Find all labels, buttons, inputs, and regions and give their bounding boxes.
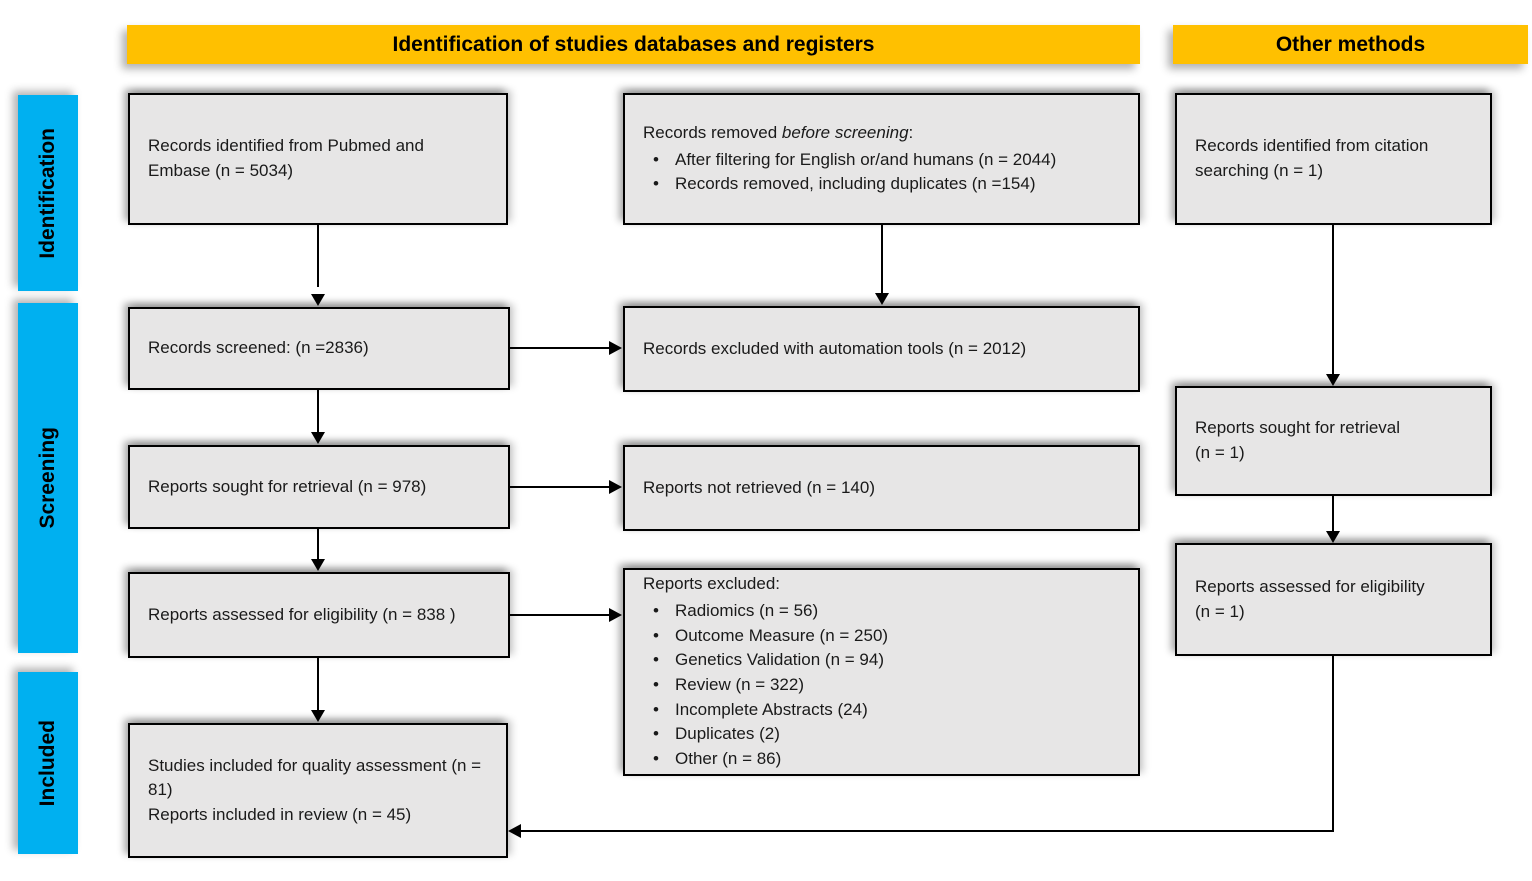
list-item: Genetics Validation (n = 94): [643, 648, 1120, 673]
arrowhead-citation-to-sought: [1326, 374, 1340, 386]
stage-screening-label: Screening: [36, 427, 59, 529]
list-item: Review (n = 322): [643, 673, 1120, 698]
reports-not-retrieved-text: Reports not retrieved (n = 140): [643, 477, 875, 497]
box-records-citation-searching: Records identified from citation searchi…: [1175, 93, 1492, 225]
arrow-line-screened-to-sought: [317, 390, 319, 433]
box-reports-assessed-databases: Reports assessed for eligibility (n = 83…: [128, 572, 510, 658]
header-databases-label: Identification of studies databases and …: [392, 32, 875, 56]
records-removed-title-italic: before screening: [781, 123, 909, 143]
arrowhead-citationsought-to-assessed: [1326, 531, 1340, 543]
arrow-line-identified-to-screened: [317, 225, 319, 287]
reports-excluded-title: Reports excluded:: [643, 574, 781, 594]
records-excluded-automation-text: Records excluded with automation tools (…: [643, 338, 1027, 358]
stage-identification-label: Identification: [36, 127, 59, 259]
stage-bar-screening: Screening: [18, 303, 78, 653]
records-citation-text: Records identified from citation searchi…: [1195, 136, 1429, 180]
box-reports-assessed-citation: Reports assessed for eligibility (n = 1): [1175, 543, 1492, 656]
reports-assessed-citation-line2: (n = 1): [1195, 601, 1245, 621]
arrow-line-sought-to-notretrieved: [510, 486, 610, 488]
list-item: Records removed, including duplicates (n…: [643, 172, 1120, 197]
arrowhead-sought-to-notretrieved: [609, 480, 622, 494]
arrowhead-assessed-to-excludedreasons: [609, 608, 622, 622]
reports-assessed-databases-text: Reports assessed for eligibility (n = 83…: [148, 604, 456, 624]
list-item: Radiomics (n = 56): [643, 599, 1120, 624]
header-other-methods-label: Other methods: [1275, 32, 1426, 56]
list-item: Outcome Measure (n = 250): [643, 624, 1120, 649]
arrowhead-sought-to-assessed: [311, 559, 325, 571]
arrow-line-assessed-to-included: [317, 658, 319, 712]
reports-excluded-bullet-list: Radiomics (n = 56) Outcome Measure (n = …: [643, 599, 1120, 771]
box-records-screened: Records screened: (n =2836): [128, 307, 510, 390]
records-screened-text: Records screened: (n =2836): [148, 338, 369, 358]
box-reports-not-retrieved: Reports not retrieved (n = 140): [623, 445, 1140, 531]
arrowhead-removed-to-automation: [875, 293, 889, 305]
arrow-line-sought-to-assessed: [317, 529, 319, 560]
arrow-line-citation-elbow-vertical: [1332, 656, 1334, 832]
stage-included-label: Included: [36, 719, 59, 807]
list-item: After filtering for English or/and human…: [643, 148, 1120, 173]
arrowhead-citation-to-included: [508, 824, 521, 838]
records-removed-bullet-list: After filtering for English or/and human…: [643, 148, 1120, 197]
stage-bar-identification: Identification: [18, 95, 78, 291]
records-removed-title-prefix: Records removed: [643, 123, 782, 143]
arrow-line-citationsought-to-assessed: [1332, 496, 1334, 532]
records-identified-text: Records identified from Pubmed and Embas…: [148, 136, 424, 180]
box-reports-sought-citation: Reports sought for retrieval (n = 1): [1175, 386, 1492, 496]
arrowhead-identified-to-screened: [311, 294, 325, 306]
arrow-line-citation-to-sought: [1332, 225, 1334, 375]
header-other-methods: Other methods: [1173, 25, 1528, 64]
stage-bar-included: Included: [18, 672, 78, 854]
reports-sought-citation-line2: (n = 1): [1195, 443, 1245, 462]
box-studies-included: Studies included for quality assessment …: [128, 723, 508, 858]
box-records-identified-databases: Records identified from Pubmed and Embas…: [128, 93, 508, 225]
list-item: Duplicates (2): [643, 722, 1120, 747]
box-records-excluded-automation: Records excluded with automation tools (…: [623, 306, 1140, 392]
box-reports-excluded-reasons: Reports excluded: Radiomics (n = 56) Out…: [623, 568, 1140, 776]
studies-included-line1: Studies included for quality assessment …: [148, 755, 482, 800]
header-databases-registers: Identification of studies databases and …: [127, 25, 1140, 64]
arrowhead-screened-to-excluded: [609, 341, 622, 355]
arrow-line-citation-elbow-horizontal: [521, 830, 1334, 832]
arrowhead-screened-to-sought: [311, 432, 325, 444]
arrow-line-screened-to-excluded: [510, 347, 610, 349]
arrow-line-removed-to-automation: [881, 225, 883, 295]
box-reports-sought-databases: Reports sought for retrieval (n = 978): [128, 445, 510, 529]
records-removed-title-suffix: :: [908, 123, 914, 143]
studies-included-line2: Reports included in review (n = 45): [148, 804, 412, 824]
arrowhead-assessed-to-included: [311, 710, 325, 722]
box-records-removed-before-screening: Records removed before screening: After …: [623, 93, 1140, 225]
arrow-line-assessed-to-excludedreasons: [510, 614, 610, 616]
list-item: Incomplete Abstracts (24): [643, 698, 1120, 723]
reports-sought-databases-text: Reports sought for retrieval (n = 978): [148, 476, 427, 496]
list-item: Other (n = 86): [643, 747, 1120, 772]
reports-assessed-citation-line1: Reports assessed for eligibility: [1195, 576, 1425, 596]
reports-sought-citation-line1: Reports sought for retrieval: [1195, 418, 1401, 438]
records-removed-title: Records removed before screening:: [643, 121, 1120, 146]
